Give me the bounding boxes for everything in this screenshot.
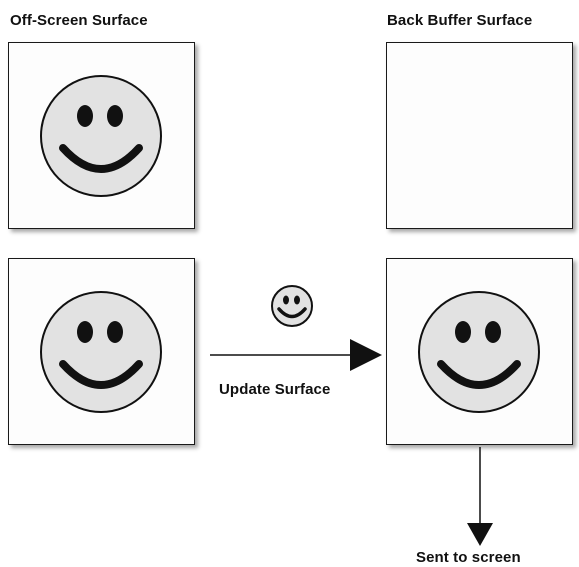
update-surface-label: Update Surface: [219, 381, 331, 398]
smiley-face-icon: [40, 75, 162, 197]
smiley-face-icon: [418, 291, 540, 413]
offscreen-surface-top: [8, 42, 195, 229]
back-buffer-surface-bottom: [386, 258, 573, 445]
back-buffer-surface-title: Back Buffer Surface: [387, 12, 533, 29]
sent-to-screen-label: Sent to screen: [416, 549, 521, 566]
small-smiley-icon: [271, 285, 313, 327]
arrow-down-icon: [467, 447, 493, 546]
smiley-face-icon: [40, 291, 162, 413]
arrow-right-icon: [210, 339, 382, 371]
back-buffer-surface-top: [386, 42, 573, 229]
offscreen-surface-title: Off-Screen Surface: [10, 12, 148, 29]
offscreen-surface-bottom: [8, 258, 195, 445]
